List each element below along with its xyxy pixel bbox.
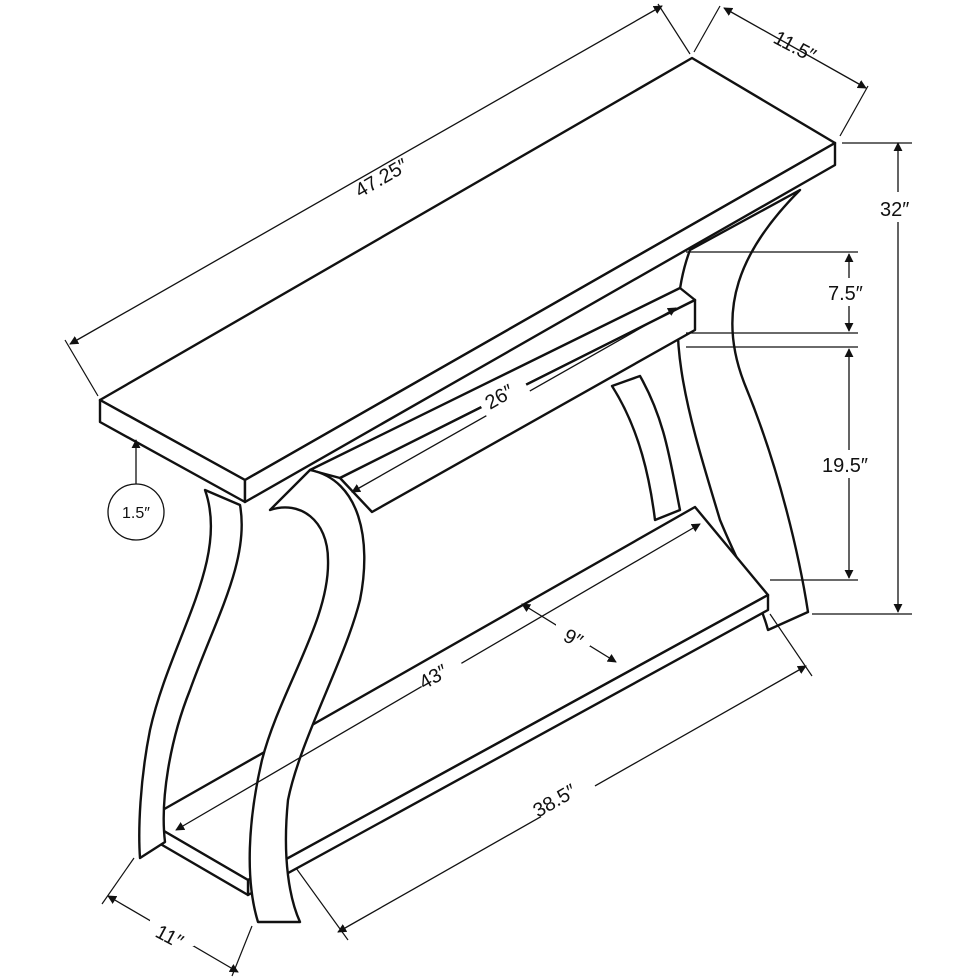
label-upper-clearance: 7.5″ — [828, 283, 863, 305]
lower-shelf — [143, 505, 770, 882]
label-top-depth: 11.5″ — [770, 27, 820, 67]
back-left-leg — [610, 374, 682, 522]
back-right-leg — [676, 188, 810, 632]
label-top-width: 47.25″ — [352, 155, 412, 203]
label-height: 32″ — [880, 199, 909, 221]
label-top-thickness: 1.5″ — [122, 505, 150, 522]
label-shelf-to-top: 19.5″ — [822, 455, 868, 477]
